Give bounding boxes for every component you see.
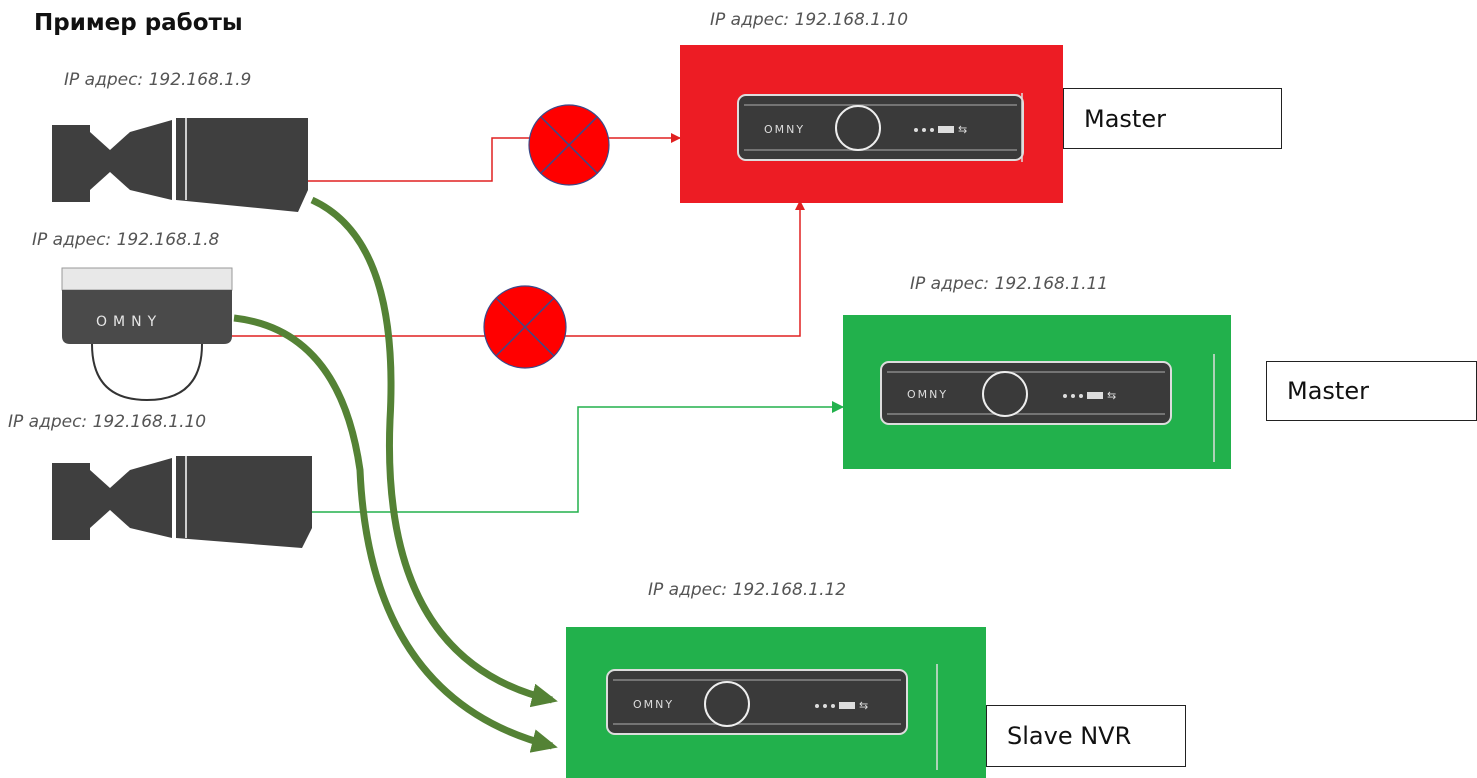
page-title: Пример работы [34, 10, 243, 36]
recorder-ip-label: IP адрес: 192.168.1.10 [710, 10, 909, 30]
svg-text:OMNY: OMNY [907, 388, 948, 401]
svg-text:OMNY: OMNY [96, 314, 162, 330]
svg-text:OMNY: OMNY [764, 123, 805, 136]
role-label: Master [1063, 88, 1282, 149]
active-link [312, 401, 844, 513]
svg-text:OMNY: OMNY [633, 698, 674, 711]
bullet-camera-icon [52, 456, 312, 548]
svg-text:⇆: ⇆ [1107, 389, 1116, 402]
recorder-ip-label: IP адрес: 192.168.1.11 [910, 274, 1109, 294]
failure-marker-icon [528, 104, 610, 186]
failover-arrow [233, 314, 558, 753]
failure-marker-icon [483, 285, 567, 369]
role-label: Slave NVR [986, 705, 1186, 767]
camera-ip-label: IP адрес: 192.168.1.8 [32, 230, 220, 250]
nvr-device-icon: OMNY ⇆ [737, 93, 1024, 162]
dome-camera-icon: OMNY [61, 267, 233, 402]
failed-link [308, 133, 681, 182]
camera-ip-label: IP адрес: 192.168.1.10 [8, 412, 207, 432]
role-label: Master [1266, 361, 1477, 421]
failover-arrow [310, 196, 558, 708]
nvr-device-icon: OMNY ⇆ [606, 664, 938, 770]
failed-link [232, 200, 805, 337]
svg-text:⇆: ⇆ [958, 123, 967, 136]
bullet-camera-icon [52, 118, 308, 212]
svg-text:⇆: ⇆ [859, 699, 868, 712]
camera-ip-label: IP адрес: 192.168.1.9 [64, 70, 252, 90]
nvr-device-icon: OMNY ⇆ [880, 354, 1215, 462]
recorder-ip-label: IP адрес: 192.168.1.12 [648, 580, 847, 600]
